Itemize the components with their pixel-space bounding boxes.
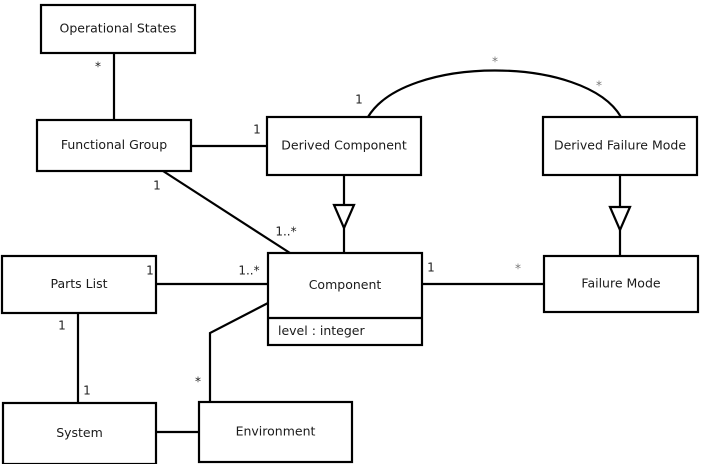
class-rect [265,115,423,177]
multiplicity-label: * [515,262,521,276]
generalization-arrowhead-icon [608,205,632,233]
multiplicity-label: 1 [83,384,91,398]
connector-line [208,302,269,402]
class-name: Environment [236,424,316,439]
multiplicity-label: 1 [146,264,154,278]
class-box-environment[interactable]: Environment [197,400,354,464]
class-name: Operational States [60,21,177,36]
multiplicity-label: * [596,79,602,93]
class-name: Parts List [50,276,107,291]
class-box-functional-group[interactable]: Functional Group [35,118,193,173]
class-rect [1,401,158,464]
class-rect [0,254,158,315]
association-layer [76,53,632,434]
class-box-parts-list[interactable]: Parts List [0,254,158,315]
association-derivedcomponent-derivedfailuremode[interactable] [367,69,622,118]
class-box-component[interactable]: Component level : integer [266,251,424,347]
association-environment-component[interactable] [208,302,269,402]
association-derivedfailuremode-failuremode[interactable] [608,175,632,256]
class-name: System [56,425,103,440]
multiplicity-label: * [195,375,201,389]
multiplicity-label: 1 [355,93,363,107]
class-name: Functional Group [61,137,167,152]
class-box-derived-failure-mode[interactable]: Derived Failure Mode [541,115,699,177]
class-name: Derived Failure Mode [554,138,686,153]
class-rect [39,3,197,55]
class-name: Derived Component [281,138,407,153]
class-rect [35,118,193,173]
class-attribute: level : integer [278,323,365,338]
association-derivedcomponent-component[interactable] [332,175,356,253]
multiplicity-layer: * 1 1 1..* 1 * * 1 1..* 1 * 1 1 * [58,55,602,398]
class-box-failure-mode[interactable]: Failure Mode [542,254,700,314]
multiplicity-label: * [95,60,101,74]
class-rect [542,254,700,314]
multiplicity-label: 1 [153,179,161,193]
class-name: Component [309,277,382,292]
class-name: Failure Mode [581,276,660,291]
association-functionalgroup-component[interactable] [162,170,291,254]
class-rect [541,115,699,177]
class-box-derived-component[interactable]: Derived Component [265,115,423,177]
multiplicity-label: 1..* [238,264,259,278]
multiplicity-label: 1 [253,123,261,137]
class-rect [266,251,424,347]
class-box-operational-states[interactable]: Operational States [39,3,197,55]
multiplicity-label: 1..* [275,225,296,239]
connector-line [162,170,291,254]
multiplicity-label: 1 [427,261,435,275]
multiplicity-label: * [492,55,498,69]
multiplicity-label: 1 [58,319,66,333]
class-box-system[interactable]: System [1,401,158,464]
class-rect [197,400,354,464]
connector-line [367,69,622,118]
generalization-arrowhead-icon [332,203,356,231]
